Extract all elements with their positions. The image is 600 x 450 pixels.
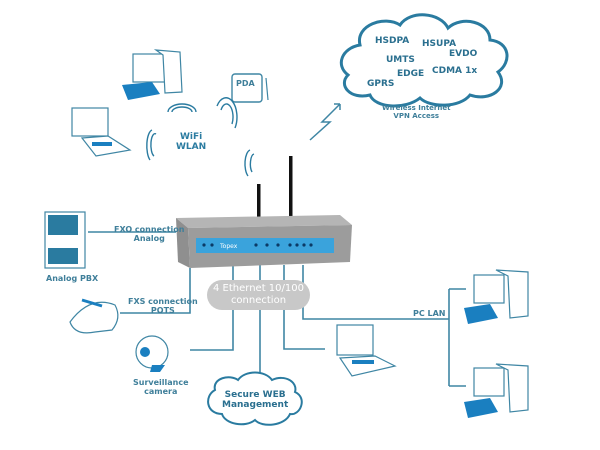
fxo-label: FXO connection Analog: [114, 225, 185, 243]
fxs-line: [120, 268, 191, 314]
router-device: [176, 215, 352, 268]
ethernet-label-line1: 4 Ethernet 10/100: [213, 283, 304, 294]
wireless-caption-line2: VPN Access: [393, 112, 440, 121]
ethernet-bubble: [207, 280, 310, 310]
fxs-label-line2: POTS: [150, 306, 175, 316]
laptop-wifi: [71, 107, 132, 157]
router-brand: Topex: [220, 243, 238, 250]
lightning-icon: [309, 103, 341, 141]
fxo-label-line1: FXO connection: [114, 225, 185, 234]
tech-gprs: GPRS: [367, 79, 395, 89]
lan-branch: [448, 288, 466, 387]
tech-edge: EDGE: [397, 69, 425, 79]
web-label-line1: Secure WEB: [224, 390, 286, 400]
pda-label: PDA: [236, 79, 255, 88]
fxs-label: FXS connection POTS: [128, 297, 198, 315]
wireless-caption-line1: Wireless Internet: [382, 104, 451, 112]
wireless-cloud: [339, 13, 509, 108]
pda-device: [231, 73, 269, 103]
tech-cdma: CDMA 1x: [432, 66, 478, 76]
camera-label: Surveillance camera: [133, 378, 189, 396]
web-label: Secure WEB Management: [222, 390, 288, 411]
telephone-icon: [69, 298, 119, 334]
ethernet-label: 4 Ethernet 10/100 connection: [207, 283, 310, 307]
desktop-pc-wifi: [122, 49, 183, 100]
tech-hsupa: HSUPA: [422, 39, 457, 49]
antenna-left: [257, 184, 261, 218]
camera-label-line1: Surveillance: [133, 378, 189, 387]
desktop-pc-lan-1: [464, 269, 529, 324]
wifi-label-line2: WLAN: [176, 142, 207, 153]
analog-pbx-icon: [44, 211, 86, 269]
surveillance-camera-icon: [135, 335, 169, 372]
fxo-label-line2: Analog: [133, 234, 165, 244]
router-led-panel: [196, 238, 334, 253]
pc-lan-label: PC LAN: [413, 309, 446, 318]
web-management-cloud: [207, 371, 303, 426]
tech-umts: UMTS: [386, 55, 415, 65]
wifi-label-line1: WiFi: [179, 132, 203, 142]
tech-hsdpa: HSDPA: [375, 36, 410, 46]
fxs-label-line1: FXS connection: [128, 297, 198, 306]
tech-evdo: EVDO: [449, 49, 478, 59]
wireless-caption: Wireless Internet VPN Access: [382, 104, 450, 120]
wifi-signal-icons: [146, 97, 255, 177]
antenna-right: [289, 156, 293, 218]
web-label-line2: Management: [222, 400, 289, 411]
camera-label-line2: camera: [144, 387, 178, 397]
wifi-label: WiFi WLAN: [176, 132, 206, 153]
ethernet-label-line2: connection: [230, 295, 287, 306]
laptop-lan: [336, 324, 397, 377]
desktop-pc-lan-2: [464, 363, 529, 418]
pbx-label: Analog PBX: [46, 274, 99, 283]
